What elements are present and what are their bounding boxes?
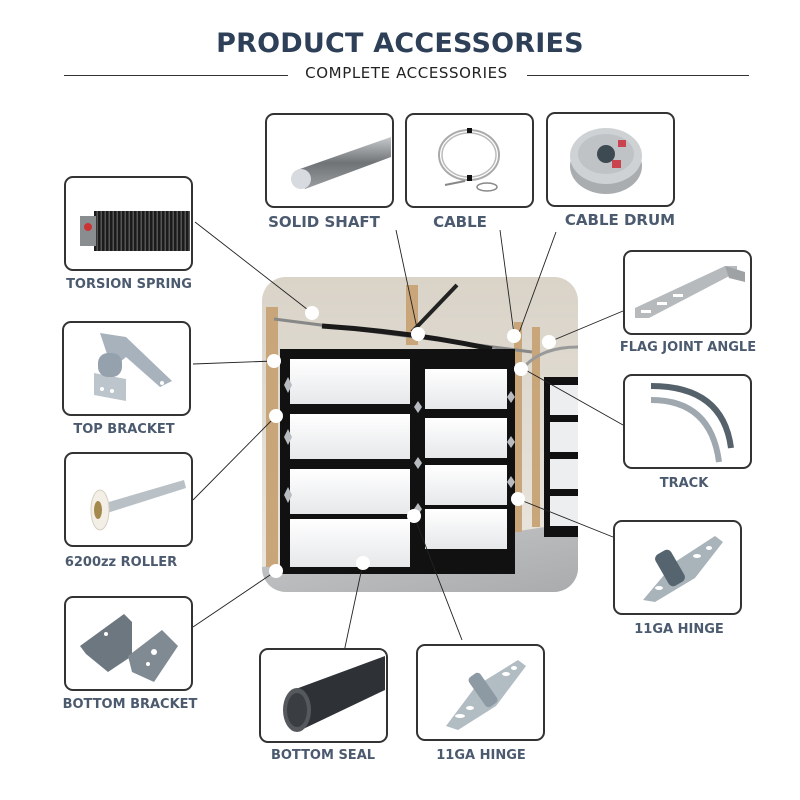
cable-label: CABLE — [433, 213, 487, 231]
page-title: PRODUCT ACCESSORIES — [216, 28, 584, 59]
hinge-icon — [446, 660, 526, 730]
flag-joint-angle-label: FLAG JOINT ANGLE — [619, 340, 757, 355]
bottom-bracket-icon — [80, 614, 178, 682]
torsion-spring-label: TORSION SPRING — [66, 277, 192, 292]
roller-icon — [90, 480, 186, 531]
bottom-seal-label: BOTTOM SEAL — [270, 748, 376, 763]
top-bracket-icon — [94, 333, 172, 401]
solid-shaft-label: SOLID SHAFT — [268, 213, 380, 231]
cable-card — [405, 113, 534, 208]
hinge-bottom-card — [416, 644, 545, 741]
cable-drum-card — [546, 112, 675, 207]
bottom-seal-card — [259, 648, 388, 743]
torsion-spring-icon — [80, 211, 190, 251]
hinge-bottom-label: 11GA HINGE — [436, 748, 526, 763]
roller-label: 6200zz ROLLER — [64, 555, 178, 570]
solid-shaft-card — [265, 113, 394, 208]
divider-right — [527, 75, 749, 76]
bottom-bracket-card — [64, 596, 193, 691]
flag-joint-angle-icon — [635, 266, 745, 318]
hinge-right-label: 11GA HINGE — [634, 622, 724, 637]
divider-left — [64, 75, 288, 76]
bottom-bracket-label: BOTTOM BRACKET — [62, 697, 198, 712]
top-bracket-card — [62, 321, 191, 416]
cable-drum-icon — [570, 128, 642, 194]
track-card — [623, 374, 752, 469]
page-subtitle: COMPLETE ACCESSORIES — [305, 64, 508, 82]
roller-card — [64, 452, 193, 547]
cable-drum-label: CABLE DRUM — [564, 211, 676, 229]
torsion-spring-card — [64, 176, 193, 271]
flag-joint-angle-card — [623, 250, 752, 335]
solid-shaft-icon — [291, 137, 391, 189]
track-label: TRACK — [659, 476, 709, 491]
subtitle-row: COMPLETE ACCESSORIES — [64, 64, 749, 86]
bottom-seal-icon — [283, 656, 385, 732]
cable-icon — [438, 128, 500, 192]
garage-door-photo — [262, 277, 578, 592]
hinge-icon — [643, 536, 723, 602]
top-bracket-label: TOP BRACKET — [73, 422, 175, 437]
hinge-right-card — [613, 520, 742, 615]
track-icon — [650, 383, 734, 463]
